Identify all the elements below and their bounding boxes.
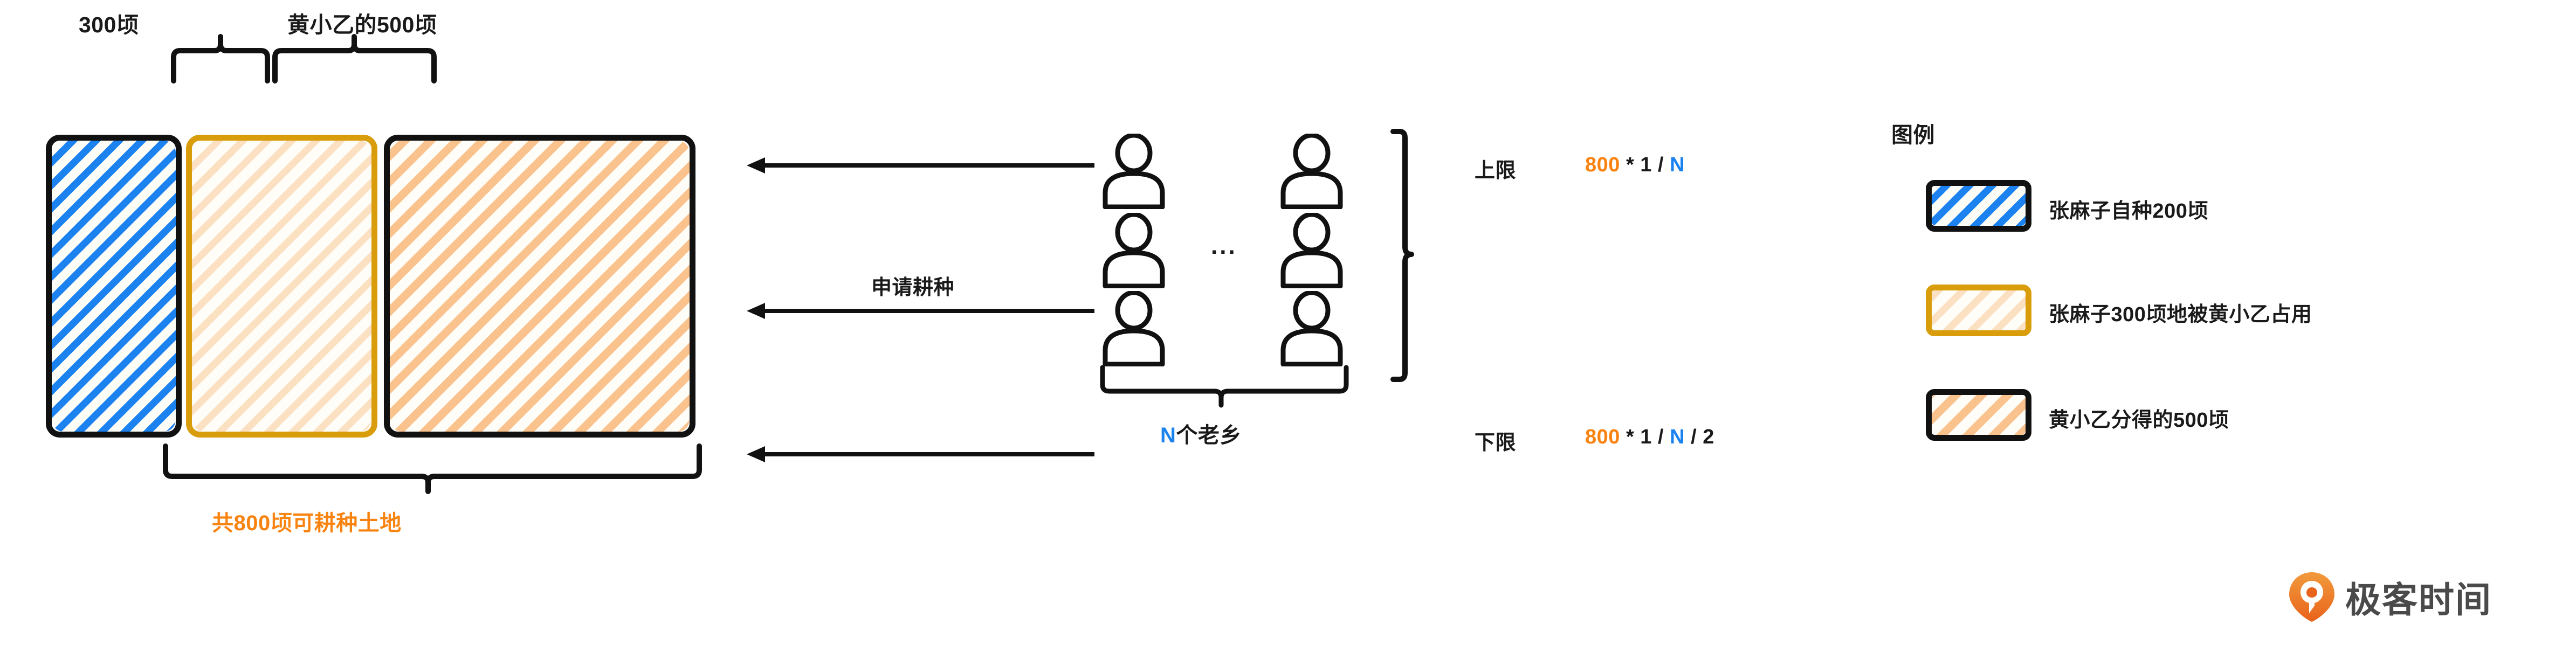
apply-arrow-label: 申请耕种 — [871, 276, 955, 299]
people-ellipsis: ... — [1211, 233, 1237, 259]
lower-limit-formula: 800 * 1 / N / 2 — [1585, 426, 1714, 449]
legend-label-zhang-occupied-300: 张麻子300顷地被黄小乙占用 — [2049, 303, 2312, 326]
limits-bracket — [1390, 129, 1418, 383]
arrow-shaft — [762, 309, 1094, 313]
apply-arrow-row-3 — [747, 446, 1094, 462]
lower-limit-label: 下限 — [1475, 432, 1517, 454]
brand-logo: 极客时间 — [2288, 571, 2492, 623]
top-bracket-1-label: 300顷 — [79, 12, 139, 37]
people-bracket — [1100, 365, 1349, 408]
people-bracket-label-text: 个老乡 — [1176, 424, 1242, 447]
upper-limit-total: 800 — [1585, 154, 1620, 176]
person-icon-r2c1[interactable] — [1099, 213, 1169, 288]
top-bracket-2 — [272, 34, 437, 84]
apply-arrow-row-2 — [747, 303, 1094, 319]
land-box-zhang-self-farmed[interactable] — [46, 135, 182, 438]
person-icon-r1c2[interactable] — [1277, 134, 1347, 209]
legend-swatch-zhang-self-farmed — [1926, 180, 2031, 232]
pale-orange-hatch-fill — [192, 141, 371, 432]
person-icon-r3c2[interactable] — [1277, 291, 1347, 366]
blue-hatch-fill — [1932, 186, 2026, 226]
lower-limit-n: N — [1670, 426, 1685, 448]
people-bracket-label: N个老乡 — [1160, 418, 1242, 449]
geektime-pin-icon — [2288, 571, 2336, 623]
apply-arrow-row-1 — [747, 157, 1094, 174]
legend-title: 图例 — [1891, 123, 1935, 147]
upper-limit-label: 上限 — [1475, 159, 1517, 182]
legend-label-zhang-self-farmed: 张麻子自种200顷 — [2049, 200, 2208, 223]
people-count-symbol: N — [1160, 424, 1176, 447]
top-bracket-2-label: 黄小乙的500顷 — [287, 12, 437, 37]
orange-hatch-fill — [390, 141, 690, 432]
person-icon-r1c1[interactable] — [1099, 134, 1169, 209]
legend-label-huang-allocated-500: 黄小乙分得的500顷 — [2049, 409, 2229, 432]
upper-limit-formula: 800 * 1 / N — [1585, 154, 1685, 177]
upper-limit-operator: * 1 / — [1620, 154, 1670, 176]
legend-swatch-zhang-occupied-300 — [1926, 285, 2031, 336]
lower-limit-divisor: / 2 — [1685, 426, 1714, 448]
arrow-shaft — [762, 452, 1094, 456]
land-box-huang-allocated-500[interactable] — [384, 135, 695, 438]
pale-orange-hatch-fill — [1932, 290, 2026, 330]
arrow-shaft — [762, 163, 1094, 168]
blue-hatch-fill — [52, 141, 176, 432]
person-icon-r2c2[interactable] — [1277, 213, 1347, 288]
lower-limit-total: 800 — [1585, 426, 1620, 448]
legend-swatch-huang-allocated-500 — [1926, 389, 2031, 441]
orange-hatch-fill — [1932, 395, 2026, 435]
bottom-bracket-total-land — [163, 443, 702, 495]
lower-limit-operator: * 1 / — [1620, 426, 1670, 448]
bottom-bracket-label: 共800顷可耕种土地 — [212, 511, 402, 535]
brand-name: 极客时间 — [2345, 580, 2492, 620]
top-bracket-1 — [171, 34, 270, 84]
upper-limit-n: N — [1670, 154, 1685, 176]
land-box-zhang-occupied-300[interactable] — [186, 135, 377, 438]
person-icon-r3c1[interactable] — [1099, 291, 1169, 366]
